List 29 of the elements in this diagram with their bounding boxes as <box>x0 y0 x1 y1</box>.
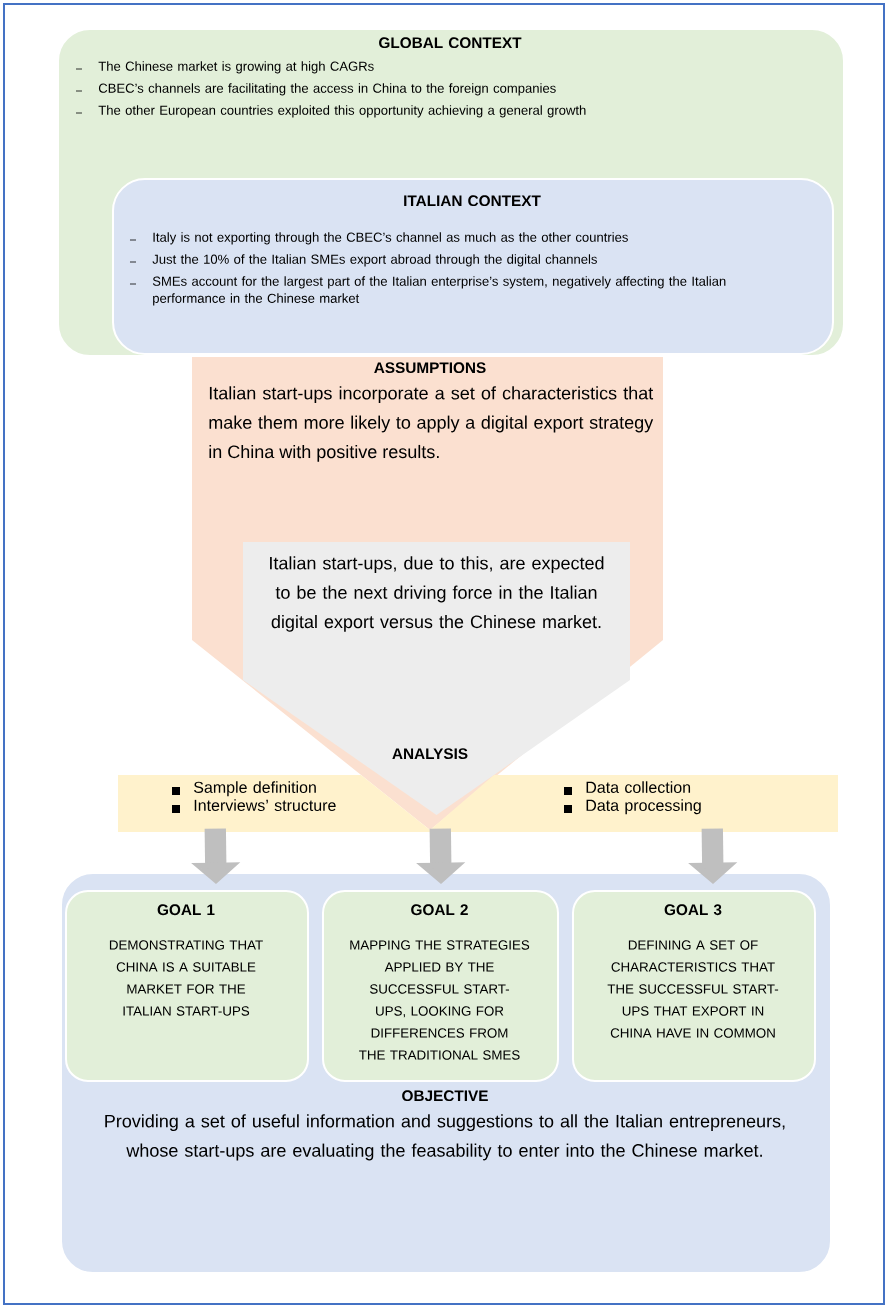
list-item: Interviews’ structure <box>194 799 336 811</box>
paragraph: Italian start-ups incorporate a set of characteristics that make them more likely to apply a digital export strategy in China with positive results. <box>209 386 654 462</box>
heading: OBJECTIVE <box>402 1090 488 1102</box>
list-item: CBEC’s channels are facilitating the access in China to the foreign companies <box>98 83 556 96</box>
context-box <box>112 178 834 355</box>
heading: GOAL 2 <box>411 904 468 916</box>
list-item: Data processing <box>586 799 701 815</box>
list-item: The other European countries exploited this opportunity achieving a general growth <box>98 105 586 118</box>
goal-box <box>322 890 559 1082</box>
paragraph: DEFINING A SET OF CHARACTERISTICS THAT THE SUCCESSFUL START-UPS THAT EXPORT IN CHINA HAVE IN COMMON <box>607 940 779 1038</box>
paragraph: MAPPING THE STRATEGIES APPLIED BY THE SUCCESSFUL START-UPS, LOOKING FOR DIFFERENCES FROM THE TRADITIONAL SMES <box>350 940 530 1060</box>
heading: GOAL 3 <box>664 904 722 916</box>
heading: GLOBAL CONTEXT <box>379 37 522 49</box>
heading: ANALYSIS <box>392 748 468 760</box>
heading: GOAL 1 <box>157 904 215 916</box>
paragraph: DEMONSTRATING THAT CHINA IS A SUITABLE MARKET FOR THE ITALIAN START-UPS <box>109 940 263 1016</box>
goal-box <box>572 890 816 1082</box>
list-item: Italy is not exporting through the CBEC’s channel as much as the other countries <box>153 232 628 245</box>
list-item: Just the 10% of the Italian SMEs export abroad through the digital channels <box>152 254 597 267</box>
list-item: SMEs account for the largest part of the Italian enterprise’s system, negatively affecting the Italian performance in the Chinese market <box>152 276 726 306</box>
goal-box <box>65 890 309 1082</box>
analysis-band <box>118 748 838 832</box>
list-item: Sample definition <box>194 781 316 797</box>
heading: ITALIAN CONTEXT <box>404 195 541 207</box>
heading: ASSUMPTIONS <box>374 362 486 374</box>
paragraph: Providing a set of useful information and suggestions to all the Italian entrepreneurs, whose start-ups are evaluating the feasability to enter into the Chinese market. <box>105 1114 785 1161</box>
list-item: The Chinese market is growing at high CAGRs <box>98 61 374 74</box>
list-item: Data collection <box>586 781 691 793</box>
paragraph: Italian start-ups, due to this, are expected to be the next driving force in the Italian digital export versus the Chinese market. <box>270 556 604 632</box>
